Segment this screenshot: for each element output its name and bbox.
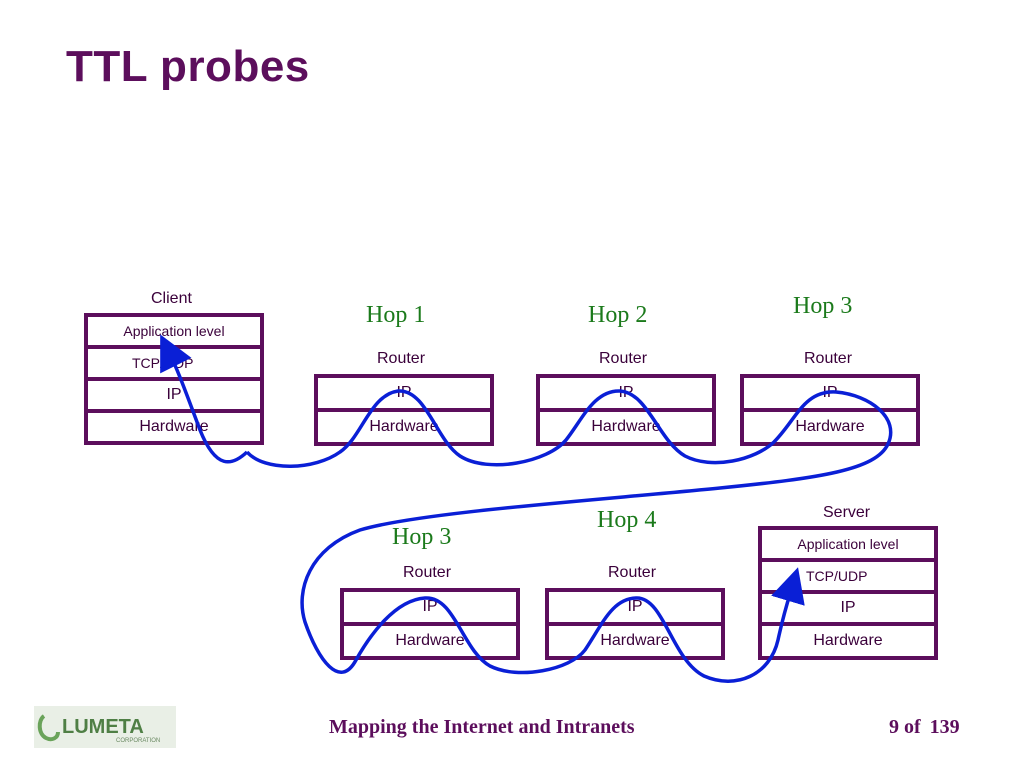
- router-4-ip-text: IP: [422, 598, 438, 615]
- server-label: Server: [823, 504, 871, 521]
- server-hardware-layer: Hardware: [758, 622, 938, 660]
- router-2-ip-text: IP: [618, 384, 634, 401]
- router-3-hardware-layer: Hardware: [740, 408, 920, 446]
- router-3-hardware-text: Hardware: [795, 418, 865, 435]
- page-total: 139: [929, 716, 960, 738]
- router-2-label: Router: [599, 350, 648, 367]
- client-ip-layer: IP: [84, 377, 264, 413]
- server-tcp-layer: TCP/UDP: [758, 558, 938, 594]
- router-5-hardware-text: Hardware: [600, 632, 670, 649]
- client-hardware-layer: Hardware: [84, 409, 264, 445]
- router-3-ip-layer: IP: [740, 374, 920, 412]
- server-application-layer: Application level: [758, 526, 938, 562]
- logo-text: LUMETA: [62, 716, 144, 738]
- router-3-label: Router: [804, 350, 853, 367]
- router-1-hardware-layer: Hardware: [314, 408, 494, 446]
- footer-title: Mapping the Internet and Intranets: [329, 716, 635, 738]
- hop-4-label: Hop 4: [597, 507, 657, 533]
- client-label: Client: [151, 290, 192, 307]
- client-tcp-text: TCP/UDP: [132, 355, 194, 371]
- logo-mark-icon: [37, 714, 60, 742]
- router-4-hardware-text: Hardware: [395, 632, 465, 649]
- page-number: 9 of 139: [889, 716, 960, 739]
- router-3-ip-text: IP: [822, 384, 838, 401]
- router-4-hardware-layer: Hardware: [340, 622, 520, 660]
- server-application-text: Application level: [797, 536, 899, 552]
- client-ip-text: IP: [166, 386, 182, 403]
- client-application-layer: Application level: [84, 313, 264, 349]
- router-1-ip-layer: IP: [314, 374, 494, 412]
- lumeta-logo: LUMETA CORPORATION: [34, 706, 176, 748]
- router-2-hardware-layer: Hardware: [536, 408, 716, 446]
- hop-2-label: Hop 2: [588, 302, 648, 328]
- page-current: 9: [889, 716, 899, 738]
- slide-title: TTL probes: [66, 42, 310, 91]
- page-of: of: [904, 716, 921, 738]
- router-5-ip-text: IP: [627, 598, 643, 615]
- router-4-ip-layer: IP: [340, 588, 520, 626]
- router-2-ip-layer: IP: [536, 374, 716, 412]
- server-ip-layer: IP: [758, 590, 938, 626]
- client-tcp-layer: TCP/UDP: [84, 345, 264, 381]
- router-1-hardware-text: Hardware: [369, 418, 439, 435]
- router-5-label: Router: [608, 564, 657, 581]
- hop-3-label-top: Hop 3: [793, 293, 853, 319]
- hop-1-label: Hop 1: [366, 302, 426, 328]
- logo-subtext: CORPORATION: [116, 738, 160, 744]
- hop-3-label-bottom: Hop 3: [392, 524, 452, 550]
- router-1-label: Router: [377, 350, 426, 367]
- logo-bg: [34, 706, 176, 748]
- router-4-label: Router: [403, 564, 452, 581]
- router-5-ip-layer: IP: [545, 588, 725, 626]
- router-5-hardware-layer: Hardware: [545, 622, 725, 660]
- server-tcp-text: TCP/UDP: [806, 568, 868, 584]
- client-hardware-text: Hardware: [139, 418, 209, 435]
- router-2-hardware-text: Hardware: [591, 418, 661, 435]
- router-1-ip-text: IP: [396, 384, 412, 401]
- server-ip-text: IP: [840, 599, 856, 616]
- server-hardware-text: Hardware: [813, 632, 883, 649]
- client-application-text: Application level: [123, 323, 225, 339]
